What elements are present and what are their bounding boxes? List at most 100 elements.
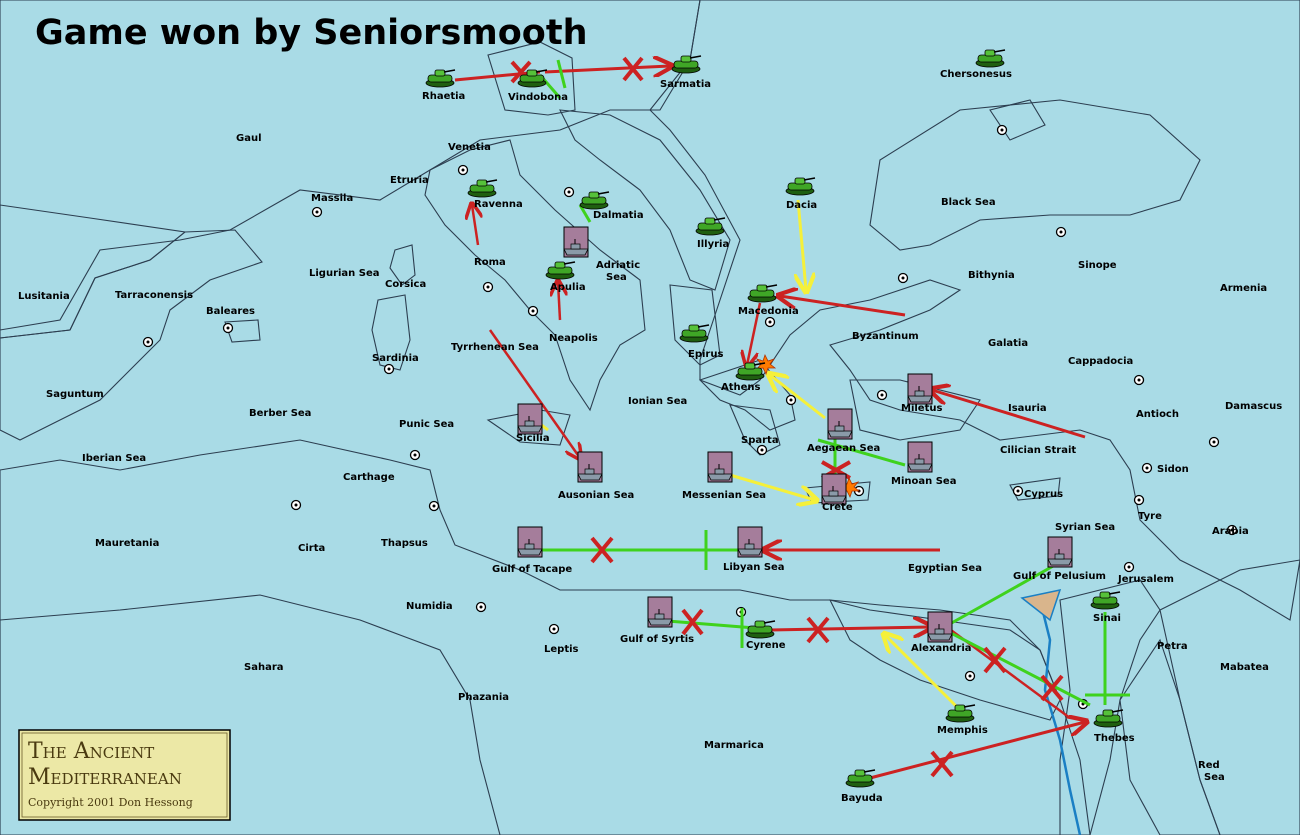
- label-sardinia: Sardinia: [372, 353, 419, 364]
- region-thebes-purple[interactable]: [1059, 579, 1161, 835]
- label-bithynia: Bithynia: [968, 270, 1015, 281]
- region-corsica[interactable]: [389, 244, 416, 286]
- order-move-arrow: [798, 199, 806, 290]
- region-red-sea[interactable]: [1119, 638, 1221, 835]
- fleet-unit-libyan-sea[interactable]: [737, 526, 763, 558]
- army-unit-vindobona[interactable]: [517, 69, 548, 88]
- fleet-unit-adriatic-sea[interactable]: [563, 226, 589, 258]
- supply-center-marker: [527, 305, 539, 317]
- fleet-unit-aegaean-sea[interactable]: [827, 408, 853, 440]
- region-europe-north[interactable]: [0, 0, 701, 331]
- label-arabia: Arabia: [1212, 526, 1249, 537]
- failed-order-x: [1040, 674, 1064, 702]
- fleet-unit-gulf-of-tacape[interactable]: [517, 526, 543, 558]
- label-memphis: Memphis: [937, 725, 988, 736]
- label-marmarica: Marmarica: [704, 740, 764, 751]
- army-unit-chersonesus[interactable]: [975, 49, 1006, 68]
- fleet-unit-ausonian-sea[interactable]: [577, 451, 603, 483]
- dislodged-burst-icon: [755, 353, 777, 376]
- army-unit-ravenna[interactable]: [467, 179, 498, 198]
- label-epirus: Epirus: [688, 349, 723, 360]
- supply-center-marker: [409, 449, 421, 461]
- region-iberia[interactable]: [0, 229, 263, 441]
- region-east-purple[interactable]: [649, 0, 1300, 621]
- label-etruria: Etruria: [390, 175, 429, 186]
- supply-center-marker: [457, 164, 469, 176]
- label-cirta: Cirta: [298, 543, 325, 554]
- label-crete: Crete: [822, 502, 853, 513]
- supply-center-marker: [1055, 226, 1067, 238]
- army-unit-apulia[interactable]: [545, 261, 576, 280]
- failed-order-x: [622, 56, 644, 82]
- units-layer: [425, 49, 1124, 788]
- supply-center-marker: [1012, 485, 1024, 497]
- region-sahara[interactable]: [0, 594, 501, 835]
- army-unit-thebes[interactable]: [1093, 709, 1124, 728]
- fleet-unit-gulf-of-syrtis[interactable]: [647, 596, 673, 628]
- army-unit-dacia[interactable]: [785, 177, 816, 196]
- label-carthage: Carthage: [343, 472, 395, 483]
- supply-center-marker: [482, 281, 494, 293]
- region-black-sea[interactable]: [869, 99, 1201, 251]
- region-miletus[interactable]: [849, 379, 981, 441]
- fleet-unit-crete[interactable]: [821, 473, 847, 505]
- label-leptis: Leptis: [544, 644, 579, 655]
- supply-center-marker: [563, 186, 575, 198]
- label-punic-sea: Punic Sea: [399, 419, 454, 430]
- supply-center-marker: [785, 394, 797, 406]
- fleet-unit-minoan-sea[interactable]: [907, 441, 933, 473]
- label-red-sea: Red: [1198, 760, 1220, 771]
- army-unit-sarmatia[interactable]: [671, 55, 702, 74]
- army-unit-illyria[interactable]: [695, 217, 726, 236]
- fleet-unit-messenian-sea[interactable]: [707, 451, 733, 483]
- supply-center-marker: [1141, 462, 1153, 474]
- label-cilician-strait: Cilician Strait: [1000, 445, 1076, 456]
- order-move-arrow: [770, 375, 826, 420]
- supply-center-marker: [311, 206, 323, 218]
- order-move-arrow: [488, 329, 580, 458]
- label-vindobona: Vindobona: [508, 92, 568, 103]
- supply-center-marker: [1226, 524, 1238, 536]
- label-bayuda: Bayuda: [841, 793, 883, 804]
- label-massila: Massila: [311, 193, 353, 204]
- region-baleares[interactable]: [224, 319, 261, 343]
- army-unit-cyrene[interactable]: [745, 620, 776, 639]
- army-unit-rhaetia[interactable]: [425, 69, 456, 88]
- fleet-unit-alexandria[interactable]: [927, 611, 953, 643]
- label-byzantinum: Byzantinum: [852, 331, 919, 342]
- army-unit-bayuda[interactable]: [845, 769, 876, 788]
- region-egypt-purple[interactable]: [829, 599, 1061, 721]
- label-egyptian-sea: Egyptian Sea: [908, 563, 982, 574]
- fleet-unit-gulf-of-pelusium[interactable]: [1047, 536, 1073, 568]
- label-minoan-sea: Minoan Sea: [891, 476, 956, 487]
- label-tyrrhenean-sea: Tyrrhenean Sea: [451, 342, 539, 353]
- label-isauria: Isauria: [1008, 403, 1047, 414]
- label-saguntum: Saguntum: [46, 389, 104, 400]
- army-unit-dalmatia[interactable]: [579, 191, 610, 210]
- fleet-unit-miletus[interactable]: [907, 373, 933, 405]
- label-gulf-of-pelusium: Gulf of Pelusium: [1013, 571, 1106, 582]
- label-syrian-sea: Syrian Sea: [1055, 522, 1115, 533]
- army-unit-macedonia[interactable]: [747, 284, 778, 303]
- label-sparta: Sparta: [741, 435, 779, 446]
- fleet-unit-sicilia[interactable]: [517, 403, 543, 435]
- label-gulf-of-syrtis: Gulf of Syrtis: [620, 634, 694, 645]
- army-unit-epirus[interactable]: [679, 324, 710, 343]
- supply-center-marker: [756, 444, 768, 456]
- label-cyprus: Cyprus: [1024, 489, 1063, 500]
- region-peloponnese[interactable]: [729, 404, 781, 456]
- supply-center-marker: [1133, 494, 1145, 506]
- region-italy[interactable]: [424, 139, 646, 412]
- region-sardinia[interactable]: [371, 294, 411, 371]
- label-chersonesus: Chersonesus: [940, 69, 1012, 80]
- region-illyria-green[interactable]: [559, 109, 731, 291]
- label-black-sea: Black Sea: [941, 197, 996, 208]
- army-unit-athens[interactable]: [735, 362, 766, 381]
- army-unit-sinai[interactable]: [1090, 591, 1121, 610]
- region-vindobona-green[interactable]: [487, 41, 576, 116]
- label-galatia: Galatia: [988, 338, 1028, 349]
- label-cappadocia: Cappadocia: [1068, 356, 1133, 367]
- label-damascus: Damascus: [1225, 401, 1282, 412]
- region-epirus-green[interactable]: [669, 284, 721, 366]
- army-unit-memphis[interactable]: [945, 704, 976, 723]
